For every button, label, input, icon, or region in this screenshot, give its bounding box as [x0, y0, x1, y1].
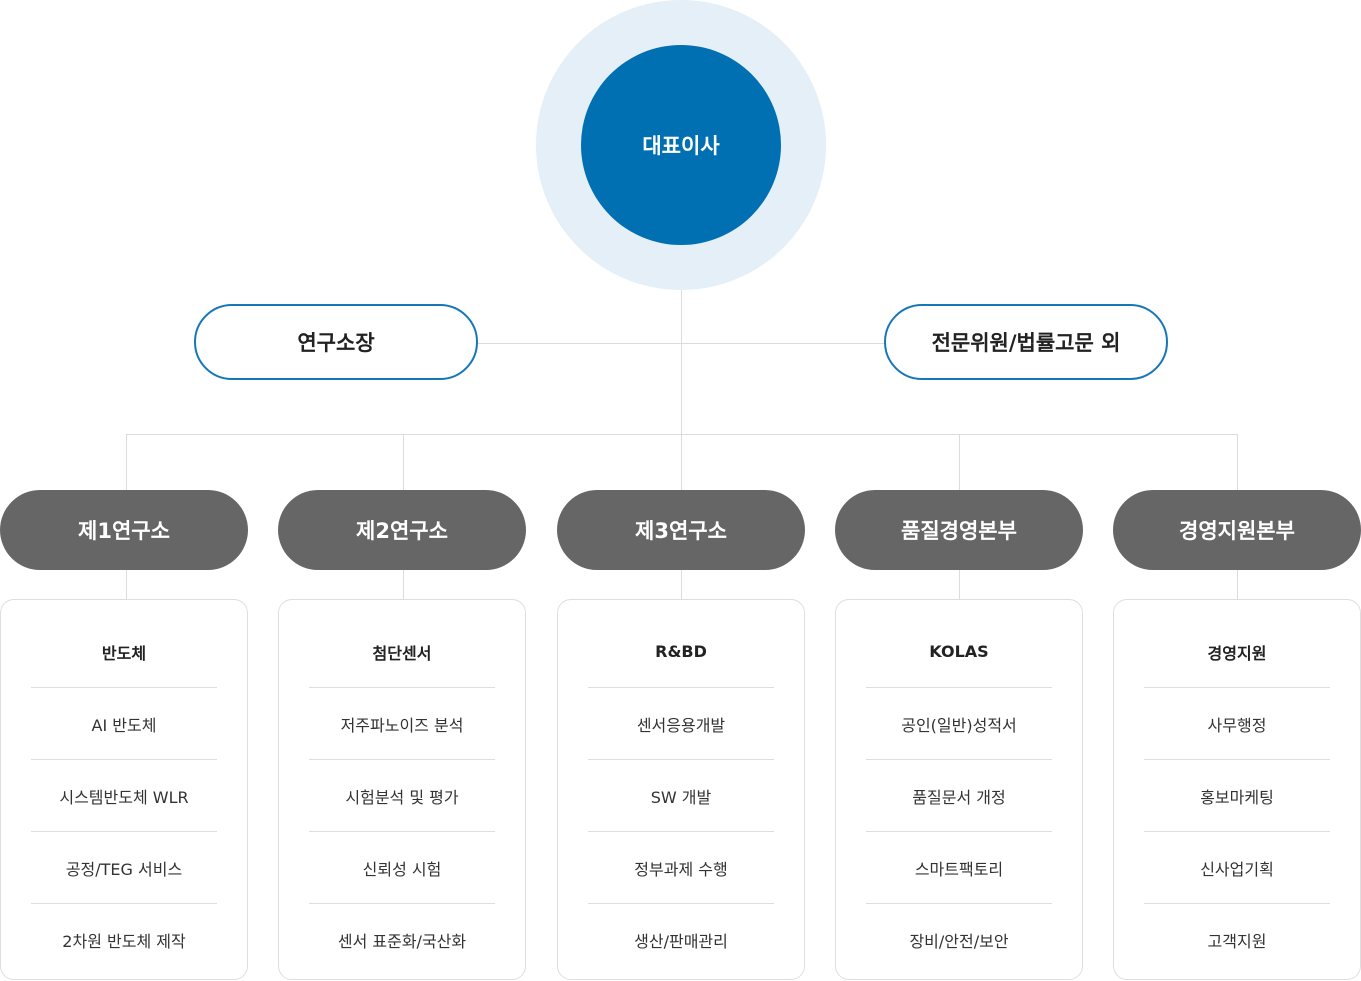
card-item: 스마트팩토리	[866, 832, 1052, 904]
card-item: 센서 표준화/국산화	[337, 931, 467, 951]
dept-node-2: 제2연구소	[278, 490, 526, 570]
dept-node-1: 제1연구소	[0, 490, 248, 570]
card-heading: 경영지원	[1144, 616, 1330, 688]
card-item: 신사업기획	[1144, 832, 1330, 904]
dept-name: 제2연구소	[356, 519, 448, 543]
dept-card-1: 반도체 AI 반도체 시스템반도체 WLR 공정/TEG 서비스 2차원 반도체…	[0, 599, 248, 980]
card-item: 고객지원	[1207, 931, 1267, 951]
dept-card-2: 첨단센서 저주파노이즈 분석 시험분석 및 평가 신뢰성 시험 센서 표준화/국…	[278, 599, 526, 980]
ceo-label: 대표이사	[642, 134, 720, 158]
dept-card-3: R&BD 센서응용개발 SW 개발 정부과제 수행 생산/판매관리	[557, 599, 805, 980]
advisors-node: 전문위원/법률고문 외	[884, 304, 1168, 380]
branch-drop-1	[126, 434, 127, 490]
advisors-label: 전문위원/법률고문 외	[931, 331, 1121, 355]
dept-node-5: 경영지원본부	[1113, 490, 1361, 570]
dept-name: 경영지원본부	[1179, 519, 1295, 543]
card-item: 생산/판매관리	[634, 931, 728, 951]
branch-bar	[126, 434, 1238, 435]
card-item: 사무행정	[1144, 688, 1330, 760]
card-item: AI 반도체	[31, 688, 217, 760]
card-item: 시험분석 및 평가	[309, 760, 495, 832]
card-item: 신뢰성 시험	[309, 832, 495, 904]
card-item: 장비/안전/보안	[909, 931, 1009, 951]
card-item: 홍보마케팅	[1144, 760, 1330, 832]
dept-name: 품질경영본부	[901, 519, 1017, 543]
card-item: 품질문서 개정	[866, 760, 1052, 832]
dept-name: 제3연구소	[635, 519, 727, 543]
dept-card-5: 경영지원 사무행정 홍보마케팅 신사업기획 고객지원	[1113, 599, 1361, 980]
card-item: 정부과제 수행	[588, 832, 774, 904]
research-director-label: 연구소장	[297, 331, 375, 355]
advisor-connector	[476, 343, 886, 344]
card-heading: KOLAS	[866, 616, 1052, 688]
branch-drop-2	[403, 434, 404, 490]
dept-card-link-1	[126, 570, 127, 600]
dept-node-4: 품질경영본부	[835, 490, 1083, 570]
card-heading: 반도체	[31, 616, 217, 688]
dept-card-link-3	[681, 570, 682, 600]
card-item: 저주파노이즈 분석	[309, 688, 495, 760]
dept-card-link-4	[959, 570, 960, 600]
ceo-node: 대표이사	[581, 45, 781, 245]
branch-drop-5	[1237, 434, 1238, 490]
card-heading: R&BD	[588, 616, 774, 688]
dept-card-link-5	[1237, 570, 1238, 600]
card-item: 공인(일반)성적서	[866, 688, 1052, 760]
card-item: 공정/TEG 서비스	[31, 832, 217, 904]
card-heading: 첨단센서	[309, 616, 495, 688]
card-item: 시스템반도체 WLR	[31, 760, 217, 832]
card-item: SW 개발	[588, 760, 774, 832]
branch-drop-4	[959, 434, 960, 490]
dept-card-link-2	[403, 570, 404, 600]
card-item: 센서응용개발	[588, 688, 774, 760]
trunk-line	[681, 245, 682, 490]
card-item: 2차원 반도체 제작	[62, 931, 186, 951]
dept-name: 제1연구소	[78, 519, 170, 543]
dept-card-4: KOLAS 공인(일반)성적서 품질문서 개정 스마트팩토리 장비/안전/보안	[835, 599, 1083, 980]
dept-node-3: 제3연구소	[557, 490, 805, 570]
research-director-node: 연구소장	[194, 304, 478, 380]
